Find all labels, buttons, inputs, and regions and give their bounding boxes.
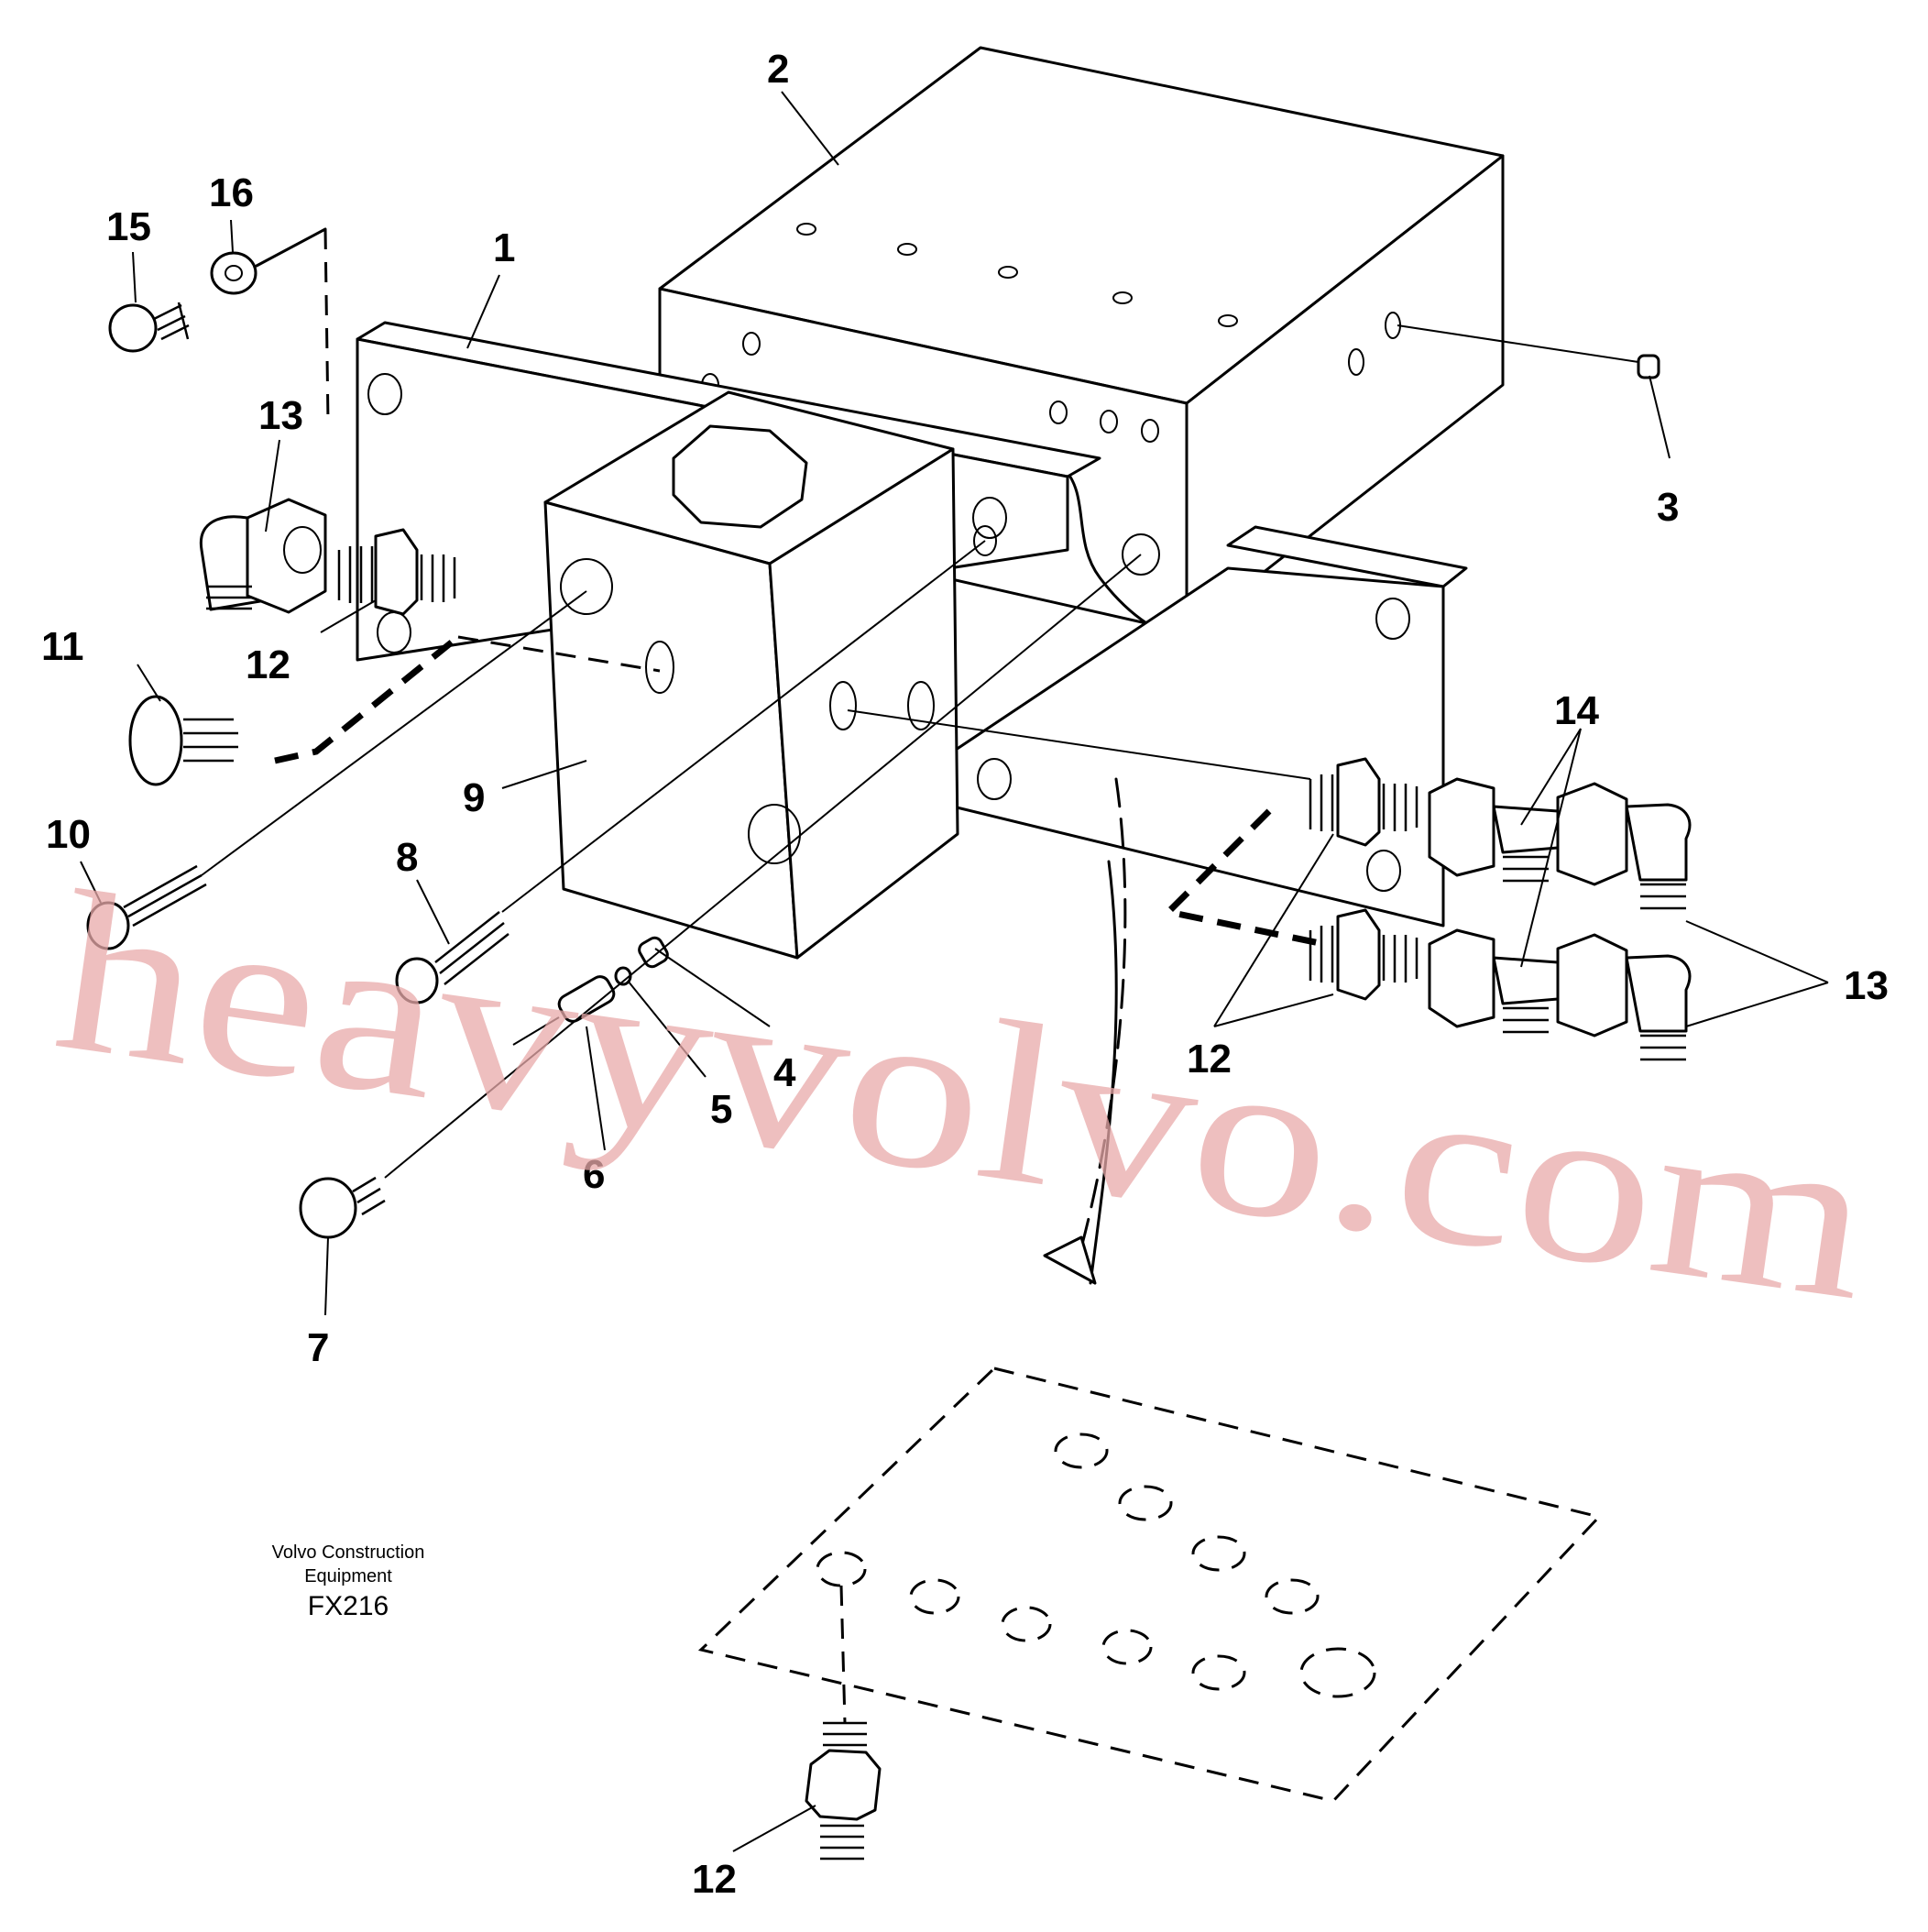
callout-6: 6 — [583, 1152, 605, 1197]
spool-part-6 — [512, 975, 616, 1046]
tee-fitting-part-14-lower — [1428, 928, 1628, 1037]
watermark-text: heavyvolvo.com — [43, 843, 1884, 1348]
callout-13-left: 13 — [258, 393, 303, 438]
callout-12-bottom: 12 — [692, 1857, 737, 1902]
callout-4: 4 — [773, 1050, 796, 1095]
nipple-part-12-left — [337, 528, 456, 616]
plug-part-7 — [299, 1176, 386, 1239]
sleeve-part-4 — [638, 936, 669, 969]
diagram-caption: Volvo Construction Equipment FX216 — [272, 1542, 425, 1621]
figure-code: FX216 — [308, 1591, 389, 1621]
screw-part-15 — [108, 302, 190, 353]
callout-labels: 1 2 3 4 5 6 7 8 9 10 11 12 12 12 12 13 1… — [41, 47, 1889, 1902]
callout-12-left: 12 — [246, 642, 290, 687]
callout-5: 5 — [710, 1087, 732, 1132]
caption-line-1: Volvo Construction — [272, 1542, 425, 1563]
nipple-part-12-bottom — [805, 1721, 882, 1861]
callout-10: 10 — [46, 812, 91, 857]
elbow-fitting-part-13-left — [199, 498, 327, 614]
callout-1: 1 — [493, 225, 515, 270]
callout-9: 9 — [463, 775, 485, 820]
callout-11: 11 — [41, 624, 84, 669]
callout-15: 15 — [106, 204, 151, 249]
valve-block — [543, 390, 1160, 960]
callout-2: 2 — [767, 47, 789, 92]
elbow-fitting-part-13-lower-right — [1625, 954, 1692, 1061]
callout-3: 3 — [1657, 485, 1679, 530]
plug-part-3 — [1397, 324, 1660, 379]
plug-part-11 — [128, 695, 238, 786]
tee-fitting-part-14-upper — [1428, 777, 1628, 886]
callout-16: 16 — [209, 170, 254, 215]
mounting-face-outline — [697, 1367, 1602, 1803]
callout-13-right: 13 — [1844, 963, 1889, 1008]
elbow-fitting-part-13-upper-right — [1625, 803, 1692, 910]
leader-lines — [80, 91, 1829, 1852]
caption-line-2: Equipment — [304, 1566, 392, 1586]
screw-part-10 — [86, 864, 207, 950]
callout-7: 7 — [307, 1325, 329, 1370]
view-arrow — [1043, 777, 1127, 1285]
nipple-part-12-lower-right — [1309, 908, 1419, 1001]
nipple-part-12-upper-right — [1309, 757, 1419, 847]
screw-part-8 — [395, 911, 509, 1004]
callout-12-right: 12 — [1187, 1037, 1232, 1081]
washer-part-16 — [210, 227, 327, 295]
callout-8: 8 — [396, 835, 418, 880]
callout-14: 14 — [1554, 688, 1599, 733]
